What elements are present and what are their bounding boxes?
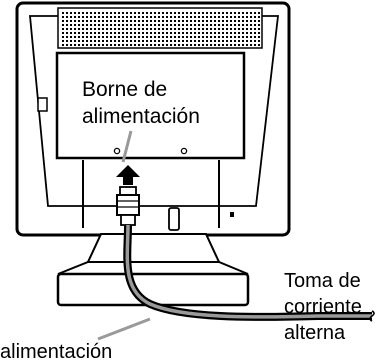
ac-outlet-label-line2: corriente: [284, 296, 362, 318]
power-plug: [116, 186, 140, 226]
cable-end-squiggle: [369, 310, 375, 322]
vent-grille: [57, 7, 263, 49]
screw-hole-right: [180, 147, 188, 155]
stand-indicator: [230, 212, 234, 217]
power-terminal-label: Borne de alimentación: [82, 76, 200, 130]
power-cable-inner: [125, 224, 372, 319]
ac-outlet-label-line3: alterna: [284, 322, 346, 344]
connector-panel: [55, 51, 246, 160]
side-port: [37, 97, 48, 112]
stand-base: [56, 233, 250, 307]
cable-clip: [168, 207, 180, 231]
ac-outlet-label-line1: Toma de: [284, 270, 361, 292]
arrow-up-icon: [116, 165, 140, 185]
power-terminal-leader-line: [121, 130, 133, 163]
screw-hole-left: [113, 147, 121, 155]
power-terminal-label-line1: Borne de: [82, 78, 168, 101]
stand-neck: [82, 160, 220, 228]
power-cable-label: alimentación: [0, 341, 113, 360]
power-terminal-label-line2: alimentación: [82, 105, 200, 128]
ac-outlet-label: Toma de corriente alterna: [284, 268, 362, 346]
power-cable-leader-line: [97, 317, 151, 341]
